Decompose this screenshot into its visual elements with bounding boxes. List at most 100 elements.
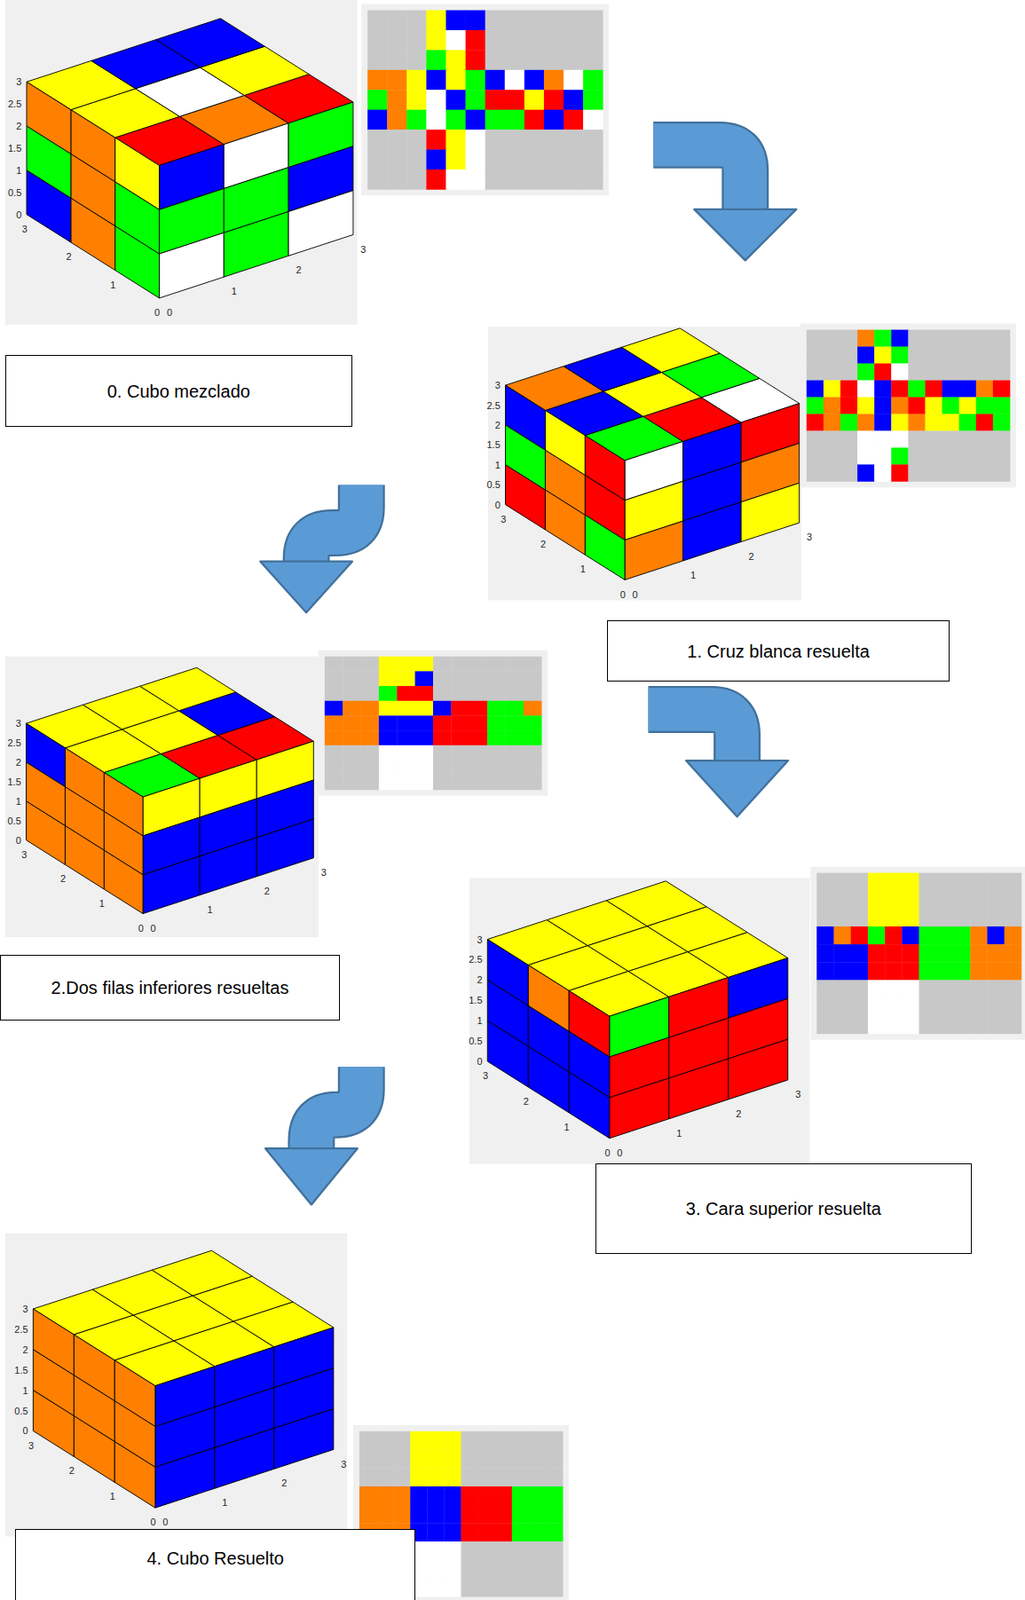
net-facelet [415,730,434,746]
net-facelet [528,1431,546,1451]
net-facelet [936,908,955,927]
net-facelet [378,715,398,731]
net-facelet [544,129,564,150]
net-facelet [461,1522,479,1542]
net-facelet [426,1431,444,1451]
net-facelet [504,89,525,111]
net-facelet [834,944,852,962]
net-facelet [953,1016,971,1034]
net-facelet [969,944,988,962]
axis-tick-label: 2 [15,757,22,768]
net-facelet [396,685,416,702]
axis-tick-label: 1.5 [468,995,482,1006]
net-facelet [523,715,543,731]
net-facelet [504,715,524,731]
net-facelet [953,908,971,927]
cube-facelet [274,1409,334,1470]
net-facelet [857,380,875,398]
net-facelet [993,380,1010,398]
net-facelet [901,979,920,998]
net-facelet [495,1467,513,1487]
net-facelet [406,129,426,150]
cube-facelet [214,1427,275,1489]
net-facelet [396,715,416,731]
cube-facelet [103,850,143,914]
net-facelet [1004,873,1023,891]
net-facelet [976,447,994,465]
net-facelet [478,1541,496,1561]
net-facelet [936,890,955,909]
net-facelet [524,89,545,111]
axis-tick-label: 3 [482,1071,489,1081]
axis-tick-label: 1 [99,898,105,909]
net-facelet [393,1450,410,1469]
net-facelet [528,1467,546,1487]
axis-tick-label: 2 [69,1466,75,1476]
cube-facelet [70,197,116,270]
net-facelet [942,346,960,364]
net-facelet [884,979,903,998]
net-facelet [487,685,506,702]
net-facelet [806,346,824,364]
net-facelet [942,397,960,415]
net-facelet [976,380,994,398]
net-panel [318,650,548,797]
net-facelet [425,149,446,171]
net-facelet [342,685,362,702]
cube-net [800,323,1017,489]
net-facelet [406,10,426,32]
net-facelet [495,1541,513,1561]
net-facelet [461,1486,479,1506]
cube-facelet [624,520,684,580]
net-facelet [523,745,543,761]
net-facelet [393,1486,410,1506]
net-facelet [857,464,875,481]
net-facelet [563,110,584,131]
net-facelet [396,656,416,672]
net-facelet [504,701,524,717]
net-facelet [512,1431,529,1451]
net-facelet [386,70,407,91]
net-facelet [465,149,486,171]
net-facelet [465,129,486,150]
net-facelet [461,1541,479,1561]
cube-facelet [140,667,237,711]
axis-tick-label: 2 [264,885,270,896]
net-facelet [907,330,925,347]
net-facelet [443,1505,461,1524]
net-facelet [361,701,380,717]
net-facelet [993,346,1010,364]
net-facelet [993,430,1010,448]
net-facelet [544,30,564,51]
net-facelet [563,149,584,171]
net-facelet [953,961,971,980]
net-facelet [986,979,1005,998]
net-facelet [504,169,525,190]
illustration [5,0,1025,1600]
net-facelet [924,330,942,347]
net-facelet [851,998,869,1017]
net-facelet [415,701,434,717]
caption-text: 4. Cubo Resuelto [146,1547,284,1570]
net-facelet [890,346,908,364]
net-facelet [545,1486,563,1506]
net-facelet [806,413,824,431]
net-facelet [361,670,380,686]
net-facelet [936,926,955,945]
net-facelet [361,685,380,702]
caption-text: 1. Cruz blanca resuelta [686,640,870,663]
arrow-outline [306,484,362,565]
net-facelet [993,413,1010,431]
net-facelet [361,730,380,746]
net-facelet [583,169,603,190]
net-facelet [976,363,994,381]
net-facelet [504,30,525,51]
net-facelet [425,49,446,71]
net-facelet [495,1486,513,1506]
cube-facelet [155,1447,215,1508]
net-facelet [890,413,908,431]
net-facelet [361,774,380,790]
net-facelet [834,1016,852,1034]
axis-tick-label: 2.5 [7,99,22,110]
